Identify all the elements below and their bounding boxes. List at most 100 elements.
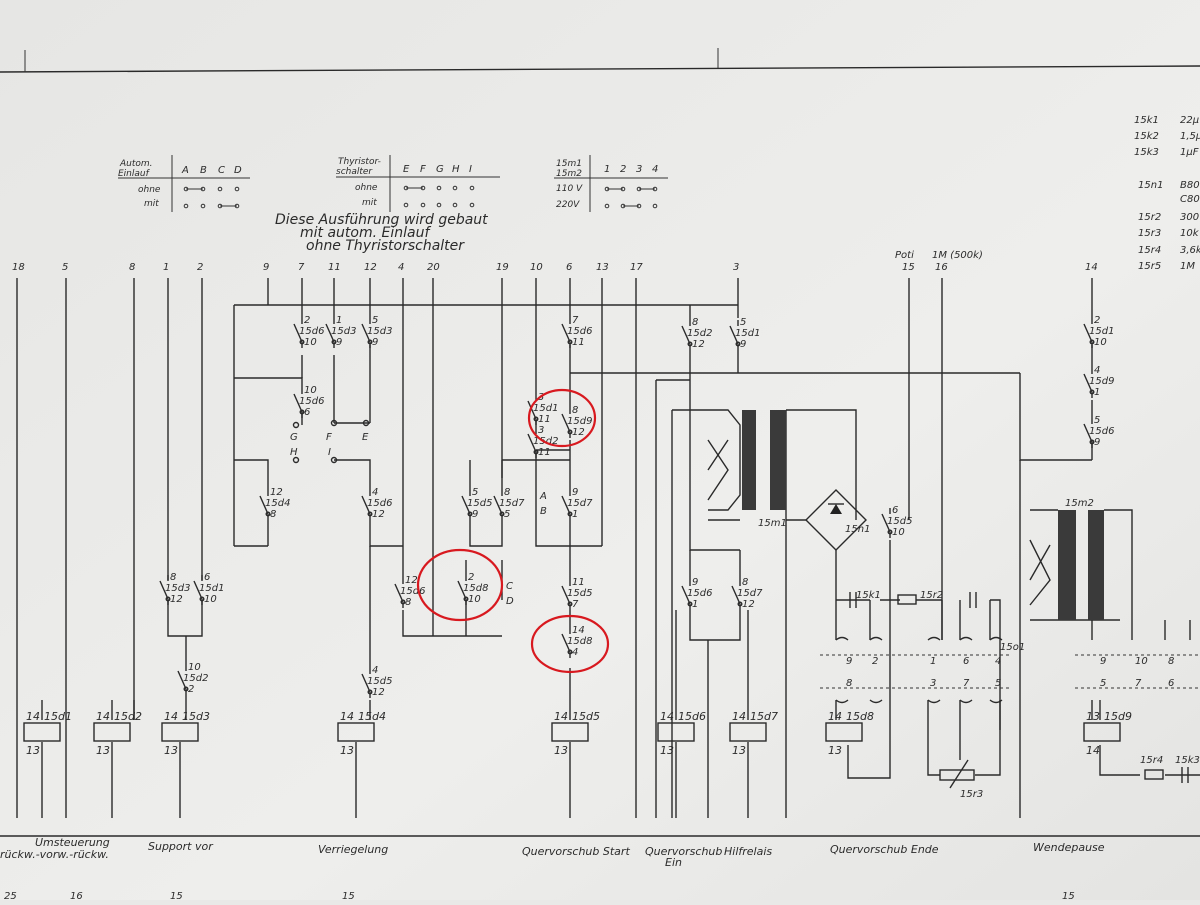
contact-pin-a: 5	[1094, 415, 1100, 426]
coil-pin-bottom: 13	[732, 744, 746, 757]
contact-pin-a: 12	[405, 575, 418, 586]
table-voltage: 15m1 15m2 1 2 3 4 110 V 220V	[554, 155, 668, 212]
contact-pin-a: 4	[372, 665, 378, 676]
contact-pin-b: 8	[270, 509, 276, 520]
note-line3: ohne Thyristorschalter	[306, 238, 465, 254]
contact-name: 15d3	[367, 326, 392, 337]
part-val: C80	[1180, 194, 1200, 205]
contact-name: 15d7	[567, 498, 593, 509]
contact-pin-a: 2	[304, 315, 310, 326]
table-volt-head2: 15m2	[556, 169, 582, 179]
plug-15o1-label: 15o1	[1000, 642, 1025, 653]
terminal-label: 5	[62, 262, 68, 273]
coil-name: 15d4	[358, 710, 386, 723]
row-220v: 220V	[556, 200, 580, 210]
part-ref: 15k1	[1134, 115, 1159, 126]
contact-name: 15d5	[367, 676, 392, 687]
part-val: 22µ	[1180, 115, 1199, 126]
col-G: G	[436, 164, 444, 175]
col-1: 1	[604, 164, 610, 175]
contact-name: 15d5	[887, 516, 912, 527]
contact-pin-a: 11	[572, 577, 585, 588]
terminal-label: 4	[398, 262, 404, 273]
contact-pin-b: 12	[170, 594, 183, 605]
contact-pin-b: 2	[188, 684, 194, 695]
coil-pin-top: 14	[554, 710, 568, 723]
jumper-H: H	[290, 447, 298, 458]
col-F: F	[420, 164, 426, 175]
contact-pin-b: 1	[572, 509, 578, 520]
terminal-label: 6	[566, 262, 572, 273]
coil-pin-bottom: 14	[1086, 744, 1100, 757]
contact-name: 15d2	[687, 328, 712, 339]
table-autom-head2: Einlauf	[118, 169, 151, 179]
plug-pin: 3	[930, 678, 936, 689]
contact-pin-a: 1	[336, 315, 342, 326]
part-val: 1,5µ	[1180, 131, 1200, 142]
col-A: A	[181, 165, 189, 176]
part-ref: 15k2	[1134, 131, 1159, 142]
contact-pin-a: 6	[204, 572, 210, 583]
coil-pin-bottom: 13	[828, 744, 842, 757]
contact-pin-b: 12	[572, 427, 585, 438]
contact-name: 15d1	[1089, 326, 1114, 337]
table-thyr-head1: Thyristor-	[338, 157, 381, 167]
plug-connector: 9 2 1 6 4 8 3 7 5 15o1 9 10 8 5 7 6	[820, 636, 1200, 704]
wires	[16, 278, 1200, 818]
table-thyristorschalter: Thyristor- schalter E F G H I ohne mit	[336, 155, 500, 212]
contact-name: 15d6	[299, 396, 324, 407]
plug-pin: 6	[1168, 678, 1174, 689]
contact-name: 15d1	[533, 403, 558, 414]
contact-pin-a: 2	[468, 572, 474, 583]
part-ref: 15r5	[1138, 261, 1161, 272]
contact-pin-a: 4	[1094, 365, 1100, 376]
contact-pin-a: 9	[572, 487, 578, 498]
contact-pin-a: 10	[188, 662, 201, 673]
contact-pin-b: 10	[468, 594, 481, 605]
contact-name: 15d1	[199, 583, 224, 594]
highlight-15d9	[527, 388, 597, 448]
cap-15k3-label: 15k3	[1175, 755, 1200, 766]
contact-pin-b: 4	[572, 647, 578, 658]
contact-pin-a: 4	[372, 487, 378, 498]
plug-pin: 5	[1100, 678, 1106, 689]
contact-name: 15d6	[299, 326, 324, 337]
coil-name: 15d7	[750, 710, 778, 723]
contact-pin-b: 11	[538, 447, 551, 458]
section-captions: Umsteuerung rückw.-vorw.-rückw. Support …	[0, 836, 1105, 869]
build-note: Diese Ausführung wird gebaut mit autom. …	[275, 212, 488, 254]
contact-pin-b: 1	[692, 599, 698, 610]
poti-value: 1M (500k)	[932, 250, 983, 261]
contact-pin-a: 3	[538, 425, 544, 436]
highlight-15d8-b	[530, 614, 610, 674]
contact-pin-b: 5	[504, 509, 510, 520]
note-line1: Diese Ausführung wird gebaut	[275, 212, 488, 228]
contact-pin-a: 8	[170, 572, 176, 583]
coil-pin-top: 14	[26, 710, 40, 723]
coil-pin-top: 13	[1086, 710, 1100, 723]
contact-pin-a: 5	[372, 315, 378, 326]
part-val: 300	[1180, 212, 1199, 223]
contact-pin-b: 10	[304, 337, 317, 348]
poti-label: Poti	[895, 250, 914, 261]
highlight-15d8-a	[416, 548, 504, 622]
contact-name: 15d4	[265, 498, 290, 509]
contact-name: 15d5	[467, 498, 492, 509]
terminal-label: 7	[298, 262, 305, 273]
section-quervorschub-start: Quervorschub Start	[522, 845, 630, 858]
page-ref: 25	[4, 891, 17, 900]
contact-pin-b: 9	[372, 337, 378, 348]
